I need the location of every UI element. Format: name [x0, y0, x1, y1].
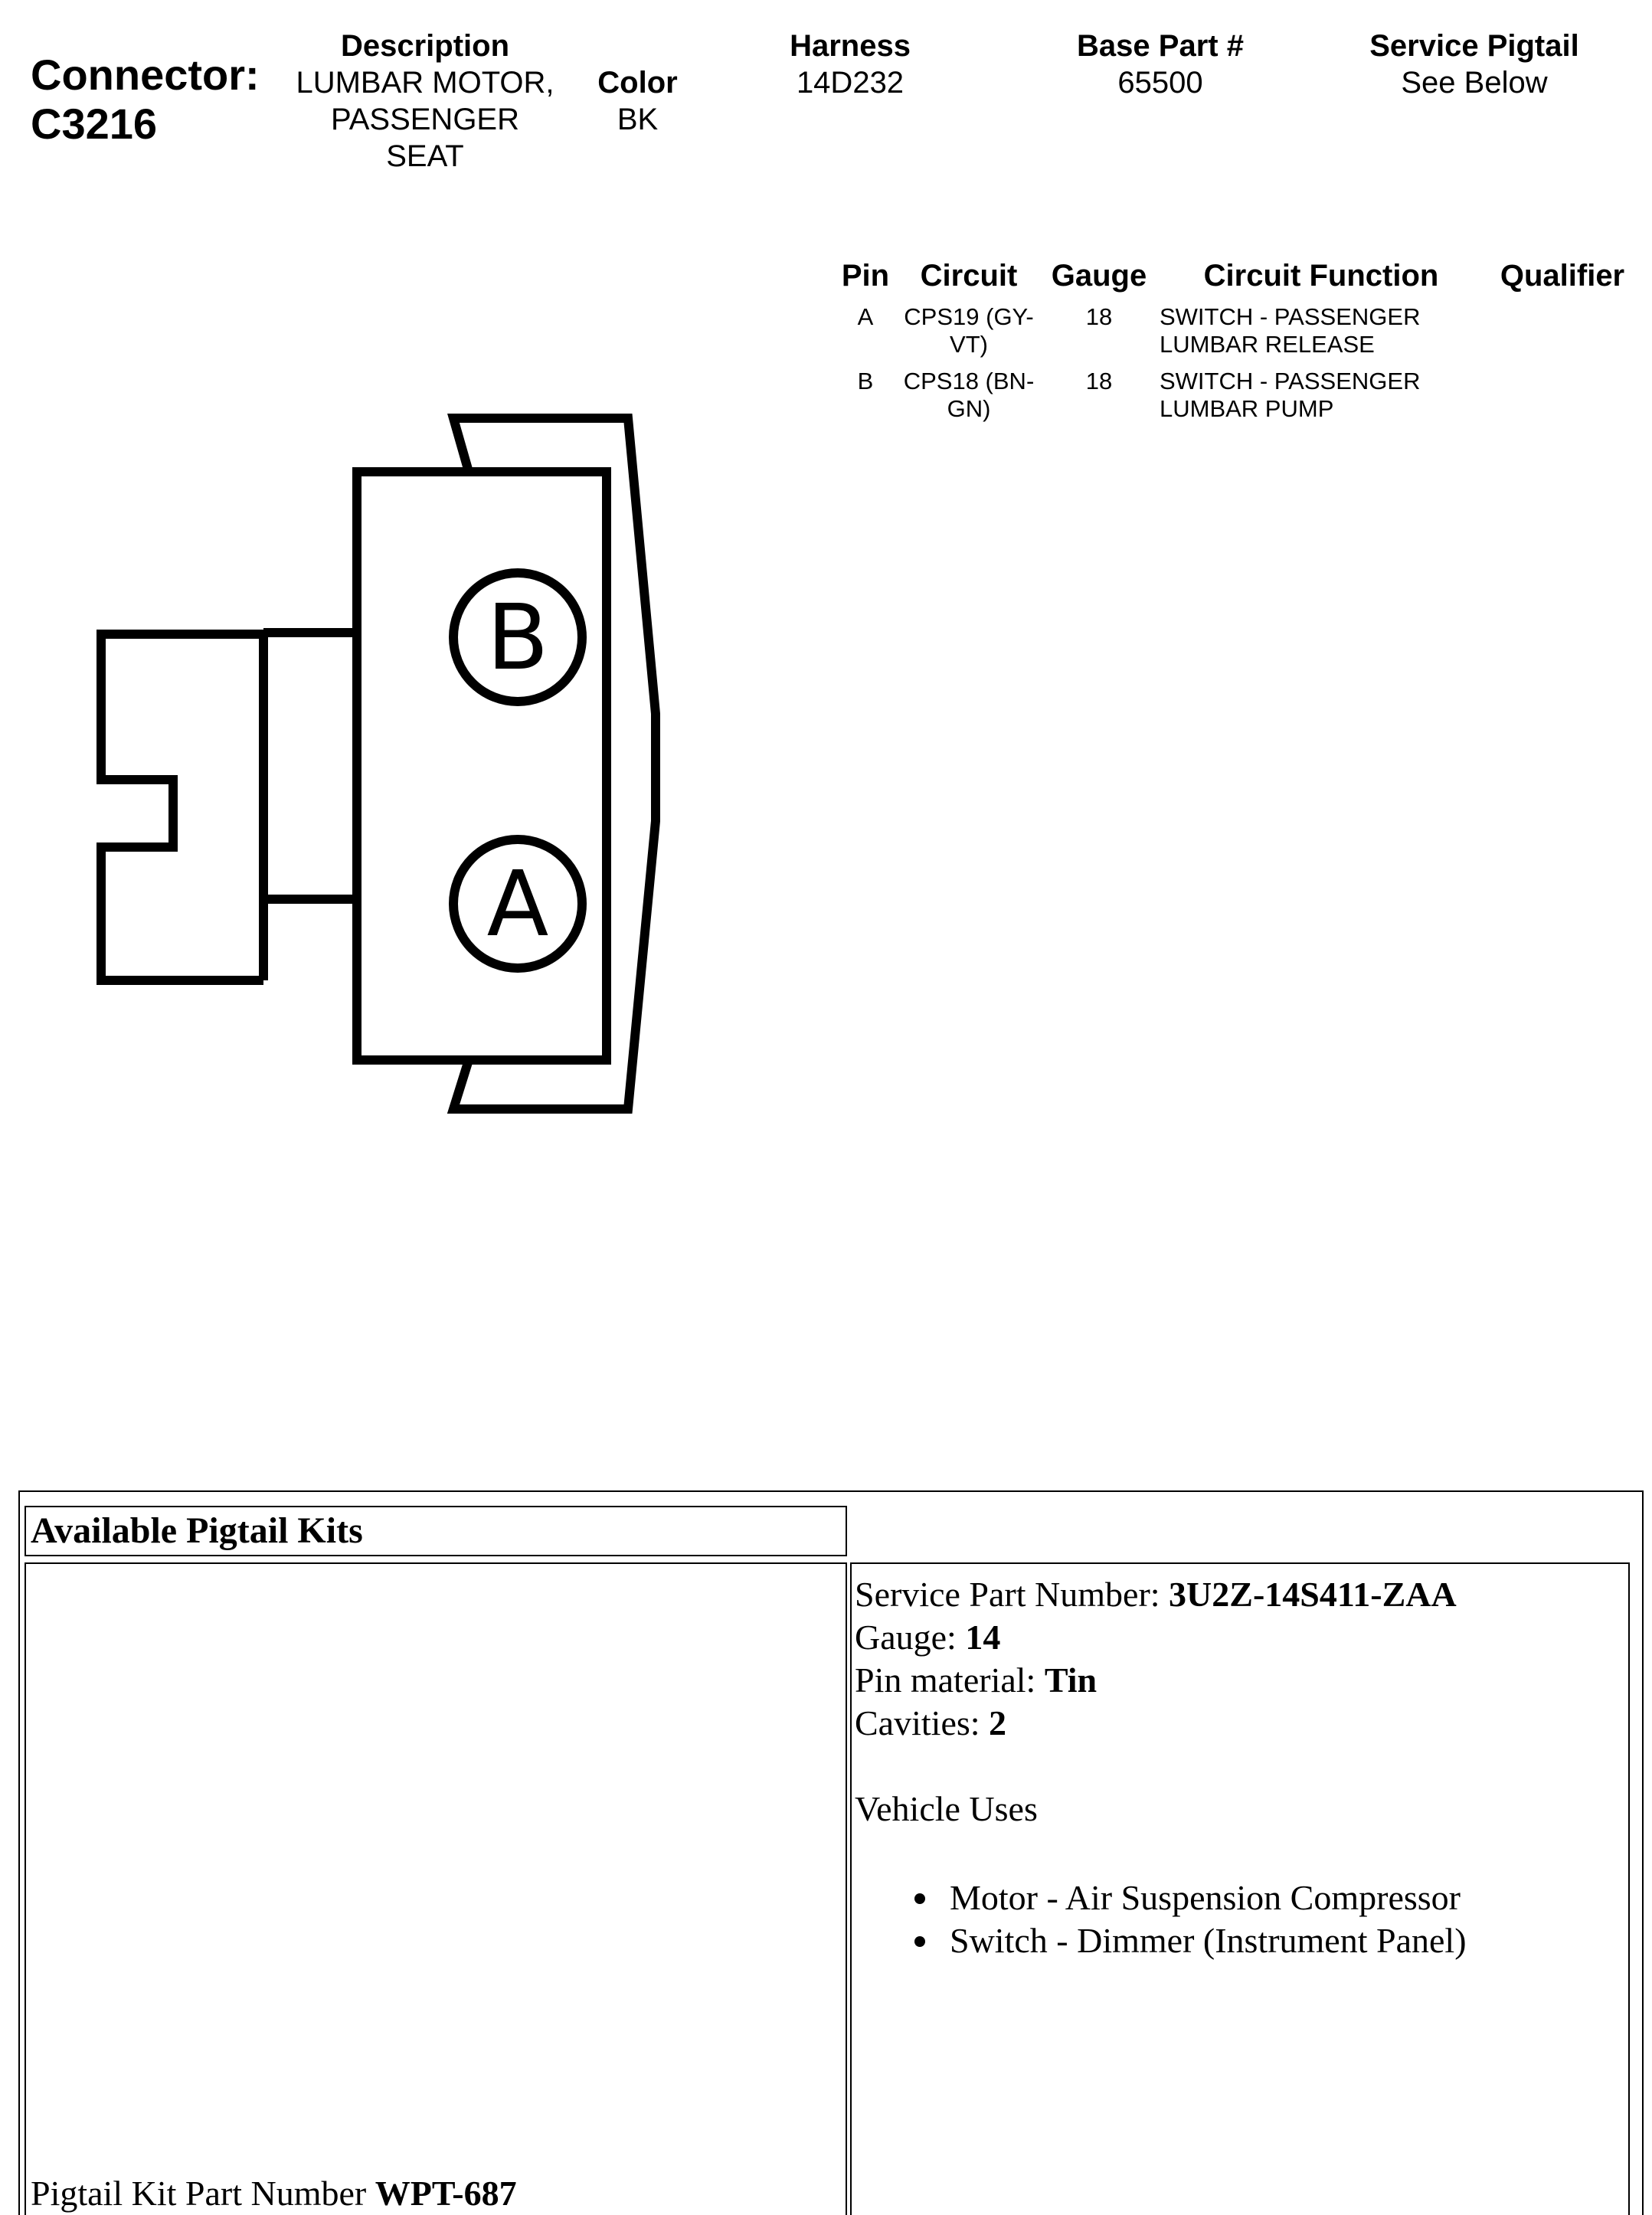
- pin-material-line: Pin material: Tin: [855, 1659, 1621, 1702]
- bullet-icon: [914, 1936, 925, 1947]
- vehicle-uses-list: Motor - Air Suspension Compressor Switch…: [914, 1876, 1621, 1962]
- description-column: Description LUMBAR MOTOR, PASSENGER SEAT: [283, 28, 567, 175]
- base-part-heading: Base Part #: [1077, 29, 1244, 63]
- circuit-line-2: GN): [947, 395, 991, 422]
- gauge-line: Gauge: 14: [855, 1616, 1621, 1659]
- pigtail-kits-outer-frame: [18, 1490, 1644, 2215]
- pin-cell: A: [857, 303, 874, 330]
- base-part-value: 65500: [1117, 66, 1203, 100]
- pin-material-label: Pin material:: [855, 1660, 1045, 1700]
- function-line-2: LUMBAR RELEASE: [1160, 331, 1375, 358]
- circuit-line-1: CPS19 (GY-: [904, 303, 1034, 330]
- connector-id: C3216: [31, 100, 158, 148]
- gauge-cell: 18: [1085, 368, 1113, 394]
- vehicle-use-text: Motor - Air Suspension Compressor: [950, 1878, 1461, 1917]
- gauge-cell: 18: [1085, 303, 1113, 330]
- function-line-2: LUMBAR PUMP: [1160, 395, 1334, 422]
- cavities-line: Cavities: 2: [855, 1702, 1621, 1745]
- gauge-value: 14: [965, 1618, 1001, 1657]
- gauge-label: Gauge:: [855, 1618, 966, 1657]
- service-part-number: Service Part Number: 3U2Z-14S411-ZAA: [855, 1573, 1621, 1616]
- list-item: Motor - Air Suspension Compressor: [914, 1876, 1621, 1919]
- pigtail-kit-part-number: Pigtail Kit Part Number WPT-687: [31, 2172, 517, 2215]
- pin-cell: B: [857, 368, 874, 394]
- shroud-outline: [447, 414, 660, 1114]
- circuit-line-2: VT): [950, 331, 988, 358]
- pigtail-kit-details-cell: Service Part Number: 3U2Z-14S411-ZAA Gau…: [850, 1562, 1630, 2215]
- harness-value: 14D232: [796, 66, 905, 100]
- function-line-1: SWITCH - PASSENGER: [1160, 303, 1421, 330]
- description-heading: Description: [340, 29, 510, 63]
- housing-body: [352, 467, 611, 1065]
- color-heading: Color: [597, 66, 678, 100]
- vehicle-use-text: Switch - Dimmer (Instrument Panel): [950, 1921, 1467, 1960]
- cavities-value: 2: [989, 1703, 1007, 1742]
- cavities-label: Cavities:: [855, 1703, 990, 1742]
- color-value: BK: [617, 103, 659, 136]
- color-column: Color BK: [567, 64, 708, 138]
- pigtail-kit-details: Service Part Number: 3U2Z-14S411-ZAA Gau…: [855, 1573, 1621, 1962]
- description-line-3: SEAT: [386, 139, 464, 173]
- circuit-cell: CPS19 (GY- VT): [896, 303, 1042, 358]
- harness-column: Harness 14D232: [735, 28, 965, 101]
- bullet-icon: [914, 1893, 925, 1904]
- function-cell: SWITCH - PASSENGER LUMBAR RELEASE: [1160, 303, 1489, 358]
- pigtail-kit-image-cell: Pigtail Kit Part Number WPT-687: [25, 1562, 847, 2215]
- kit-part-label: Pigtail Kit Part Number: [31, 2174, 375, 2213]
- connector-title: Connector: C3216: [31, 51, 260, 149]
- function-line-1: SWITCH - PASSENGER: [1160, 368, 1421, 394]
- list-item: Switch - Dimmer (Instrument Panel): [914, 1919, 1621, 1962]
- service-part-label: Service Part Number:: [855, 1575, 1169, 1614]
- pin-header: Pin: [841, 259, 890, 293]
- function-cell: SWITCH - PASSENGER LUMBAR PUMP: [1160, 368, 1489, 423]
- description-line-2: PASSENGER: [331, 103, 519, 136]
- description-line-1: LUMBAR MOTOR,: [296, 66, 554, 100]
- pigtail-kits-title: Available Pigtail Kits: [25, 1506, 847, 1556]
- vehicle-uses-title: Vehicle Uses: [855, 1789, 1038, 1828]
- harness-heading: Harness: [790, 29, 911, 63]
- kit-part-value: WPT-687: [375, 2174, 517, 2213]
- base-part-column: Base Part # 65500: [1042, 28, 1279, 101]
- qualifier-header: Qualifier: [1500, 259, 1625, 293]
- connector-face-diagram: B A: [97, 414, 660, 1114]
- cavity-a-label: A: [487, 851, 549, 957]
- circuit-header: Circuit: [920, 259, 1018, 293]
- pin-material-value: Tin: [1044, 1660, 1098, 1700]
- cavity-a-circle: [449, 835, 587, 973]
- connector-label: Connector:: [31, 51, 260, 99]
- latch-tab-outline: [97, 630, 263, 985]
- circuit-function-header: Circuit Function: [1203, 259, 1439, 293]
- service-part-value: 3U2Z-14S411-ZAA: [1169, 1575, 1457, 1614]
- cavity-b-label: B: [487, 584, 549, 690]
- service-pigtail-heading: Service Pigtail: [1369, 29, 1579, 63]
- service-pigtail-value: See Below: [1401, 66, 1548, 100]
- cavity-b-circle: [449, 568, 587, 706]
- circuit-line-1: CPS18 (BN-: [903, 368, 1035, 394]
- circuit-cell: CPS18 (BN- GN): [896, 368, 1042, 423]
- service-pigtail-column: Service Pigtail See Below: [1333, 28, 1616, 101]
- gauge-header: Gauge: [1051, 259, 1147, 293]
